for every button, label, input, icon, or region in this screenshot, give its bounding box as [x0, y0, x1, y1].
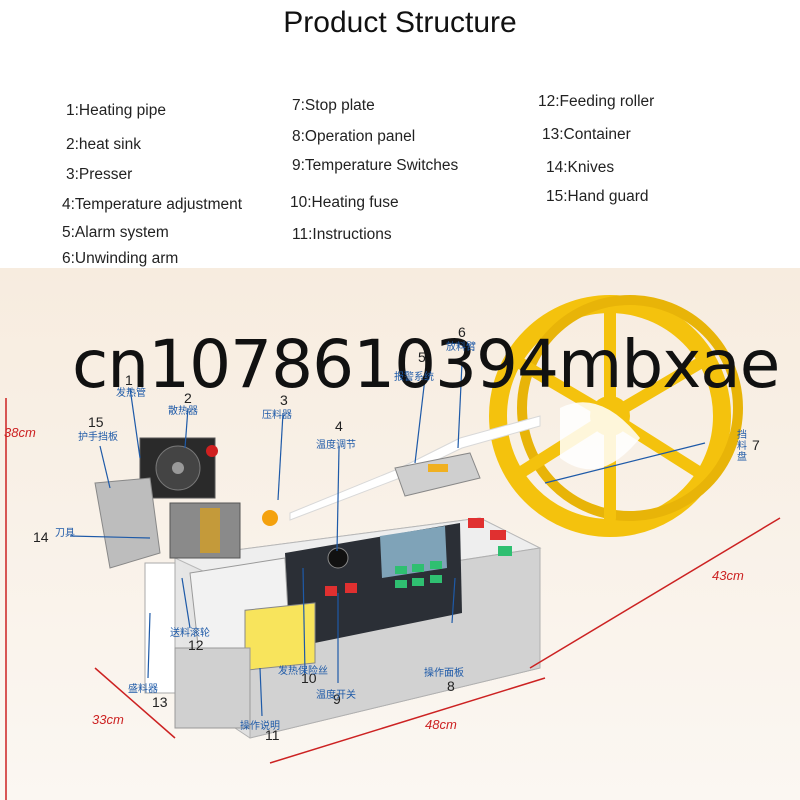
callout-3-label: 压料器	[262, 410, 292, 421]
legend-item-9: 9:Temperature Switches	[292, 157, 459, 174]
callout-8-num: 8	[447, 678, 455, 694]
callout-2-num: 2	[184, 390, 192, 406]
callout-14-label: 刀具	[55, 528, 75, 539]
legend-item-3: 3:Presser	[66, 166, 133, 183]
callout-14-num: 14	[33, 529, 49, 545]
callout-10-num: 10	[301, 670, 317, 686]
watermark-text: cn1078610394mbxae	[72, 326, 780, 403]
callout-6-num: 6	[458, 324, 466, 340]
legend-item-12: 12:Feeding roller	[538, 93, 655, 110]
callout-7-label: 挡料盘	[737, 430, 747, 463]
dimension-height: 38cm	[4, 425, 36, 440]
legend-item-7: 7:Stop plate	[292, 97, 375, 114]
legend-item-4: 4:Temperature adjustment	[62, 196, 243, 213]
dimension-lines	[5, 398, 781, 800]
callout-1-label: 发热管	[116, 388, 146, 399]
callout-2-label: 散热器	[168, 406, 198, 417]
legend-item-10: 10:Heating fuse	[290, 194, 399, 211]
callout-1-num: 1	[125, 372, 133, 388]
reel-wheel	[489, 295, 743, 537]
callout-11-num: 11	[265, 727, 280, 743]
callout-13-label: 盛料器	[128, 684, 158, 695]
dimension-width: 48cm	[425, 717, 457, 732]
legend-item-6: 6:Unwinding arm	[62, 250, 179, 267]
control-panel	[285, 518, 512, 648]
callout-12-label: 送料滚轮	[170, 628, 210, 639]
callout-4-num: 4	[335, 418, 343, 434]
product-photo	[0, 268, 800, 800]
page-title: Product Structure	[283, 6, 517, 39]
legend-item-1: 1:Heating pipe	[66, 102, 166, 119]
legend-item-11: 11:Instructions	[292, 226, 392, 243]
legend-item-2: 2:heat sink	[66, 136, 141, 153]
callout-5-label: 报警系统	[394, 372, 434, 383]
cutter-head	[94, 445, 278, 569]
heat-sink-fan	[139, 437, 216, 499]
callout-4-label: 温度调节	[316, 440, 356, 451]
callout-15-num: 15	[88, 414, 104, 430]
legend-item-14: 14:Knives	[546, 159, 615, 176]
legend-item-8: 8:Operation panel	[292, 128, 416, 145]
dimension-reel: 43cm	[712, 568, 744, 583]
legend-item-13: 13:Container	[542, 126, 631, 143]
callout-9-label: 温度开关	[316, 690, 356, 701]
callout-11-label: 操作说明	[240, 721, 280, 732]
callout-13-num: 13	[152, 694, 168, 710]
callout-10-label: 发热保险丝	[278, 666, 328, 677]
callout-3-num: 3	[280, 392, 288, 408]
callout-8-label: 操作面板	[424, 668, 464, 679]
callout-6-label: 放料臂	[446, 342, 476, 353]
callout-9-num: 9	[333, 691, 341, 707]
callout-12-num: 12	[188, 637, 204, 653]
callout-7-num: 7	[752, 437, 760, 453]
legend-item-15: 15:Hand guard	[546, 188, 649, 205]
dimension-depth: 33cm	[92, 712, 124, 727]
callout-5-num: 5	[418, 349, 426, 365]
callout-15-label: 护手挡板	[78, 432, 118, 443]
legend-item-5: 5:Alarm system	[62, 224, 169, 241]
